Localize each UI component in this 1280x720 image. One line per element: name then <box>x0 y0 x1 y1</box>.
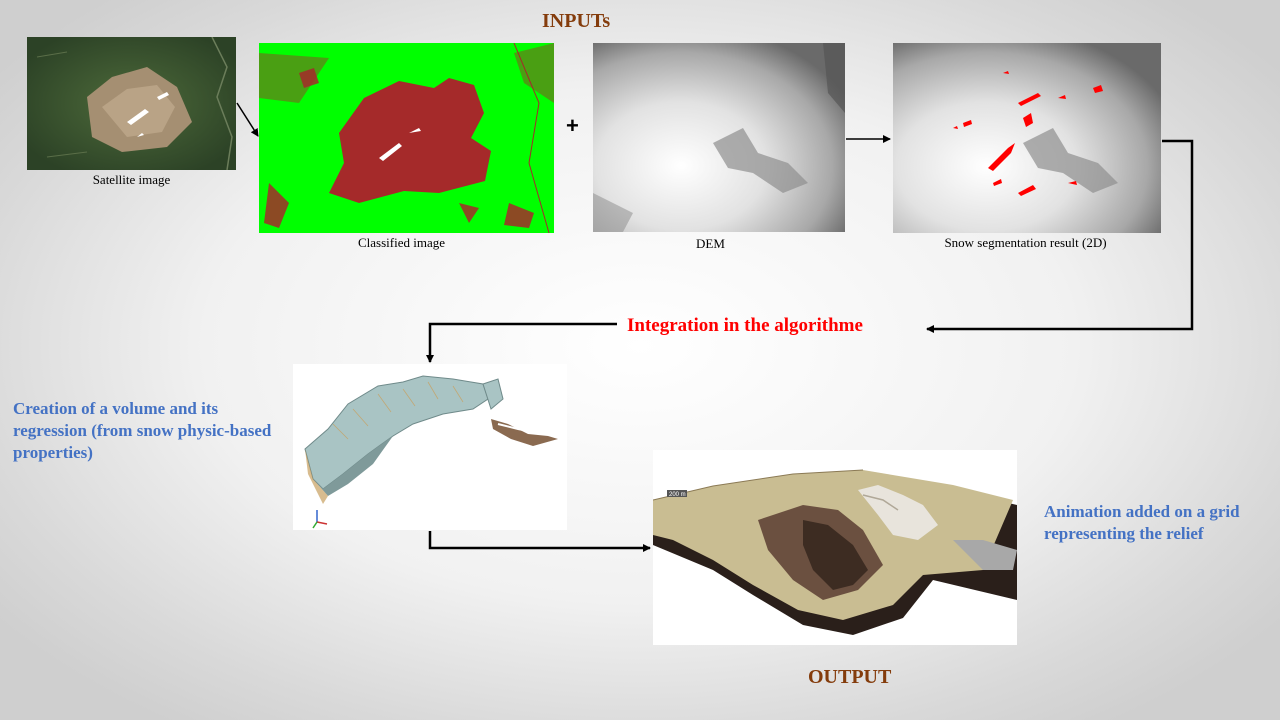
volume-description: Creation of a volume and its regression … <box>13 399 272 462</box>
scale-label: 200 m <box>669 492 686 498</box>
arrow-integration-to-volume <box>426 322 617 363</box>
dem-caption: DEM <box>696 236 725 251</box>
classified-image <box>259 43 554 233</box>
satellite-image <box>27 37 236 170</box>
inputs-title: INPUTs <box>542 10 611 32</box>
plus-operator: + <box>566 113 579 138</box>
animation-description: Animation added on a grid representing t… <box>1044 502 1240 543</box>
snow-segmentation-image <box>893 43 1161 233</box>
arrow-satellite-to-classified <box>236 102 259 137</box>
dem-image <box>593 43 845 232</box>
volume-image <box>293 364 567 530</box>
output-title: OUTPUT <box>808 666 892 688</box>
classified-caption: Classified image <box>357 235 445 250</box>
satellite-caption: Satellite image <box>92 172 171 187</box>
snow-segmentation-caption: Snow segmentation result (2D) <box>944 235 1107 250</box>
arrow-volume-to-output <box>428 531 651 552</box>
integration-label: Integration in the algorithme <box>627 315 863 336</box>
output-image: 200 m <box>653 450 1017 645</box>
